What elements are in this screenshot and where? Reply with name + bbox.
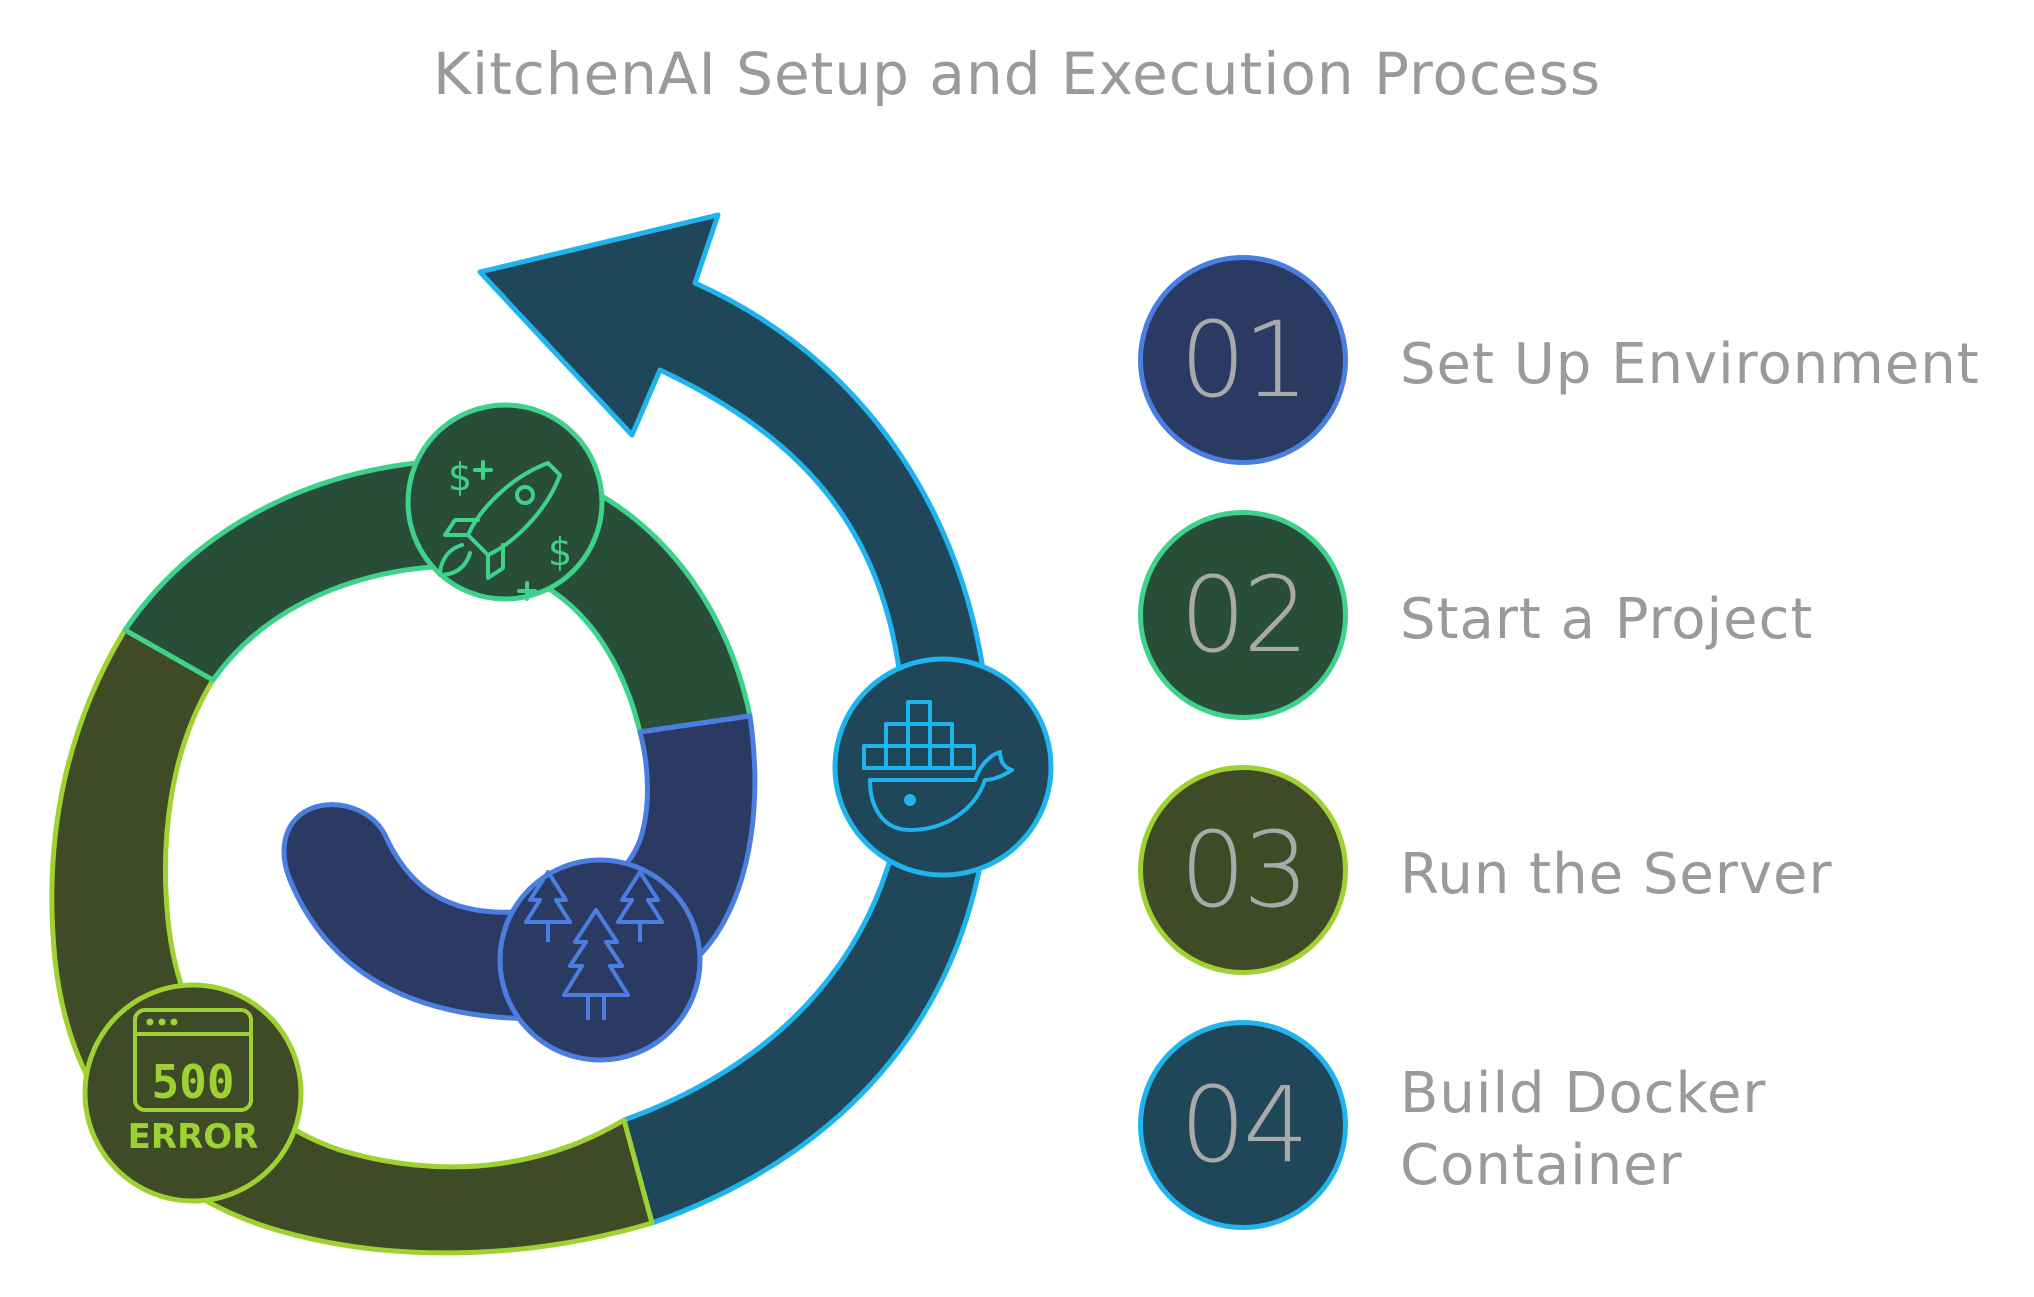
error-code-text: 500 <box>151 1055 234 1109</box>
step-item-3: 03 Run the Server <box>1138 765 2008 985</box>
step-number-badge: 02 <box>1138 510 1348 720</box>
pine-trees-icon <box>524 870 664 1020</box>
spiral-diagram: $ $ 500 ERROR <box>49 212 1054 1256</box>
step-label: Start a Project <box>1400 587 1814 652</box>
error-500-icon: 500 ERROR <box>128 1008 259 1157</box>
step-number-badge: 04 <box>1138 1020 1348 1230</box>
svg-text:$: $ <box>448 455 472 499</box>
segment-build-docker <box>477 212 993 1226</box>
error-word-text: ERROR <box>128 1117 259 1157</box>
step-label: Set Up Environment <box>1400 332 1980 397</box>
step-number: 03 <box>1179 809 1309 931</box>
step-number: 01 <box>1179 299 1309 421</box>
rocket-launch-icon: $ $ <box>438 455 572 601</box>
diagram-title: KitchenAI Setup and Execution Process <box>432 40 1602 108</box>
step-item-2: 02 Start a Project <box>1138 510 2008 730</box>
docker-whale-icon <box>862 700 1014 832</box>
badge-error <box>82 982 304 1204</box>
badge-rocket <box>405 402 605 602</box>
step-item-4: 04 Build Docker Container <box>1138 1020 2008 1240</box>
badge-trees <box>497 857 703 1063</box>
svg-text:$: $ <box>548 530 572 574</box>
step-item-1: 01 Set Up Environment <box>1138 255 2008 475</box>
step-number: 04 <box>1179 1064 1309 1186</box>
step-number-badge: 03 <box>1138 765 1348 975</box>
step-number: 02 <box>1179 554 1309 676</box>
step-label: Run the Server <box>1400 842 1833 907</box>
step-label: Build Docker Container <box>1400 1061 1767 1198</box>
step-number-badge: 01 <box>1138 255 1348 465</box>
